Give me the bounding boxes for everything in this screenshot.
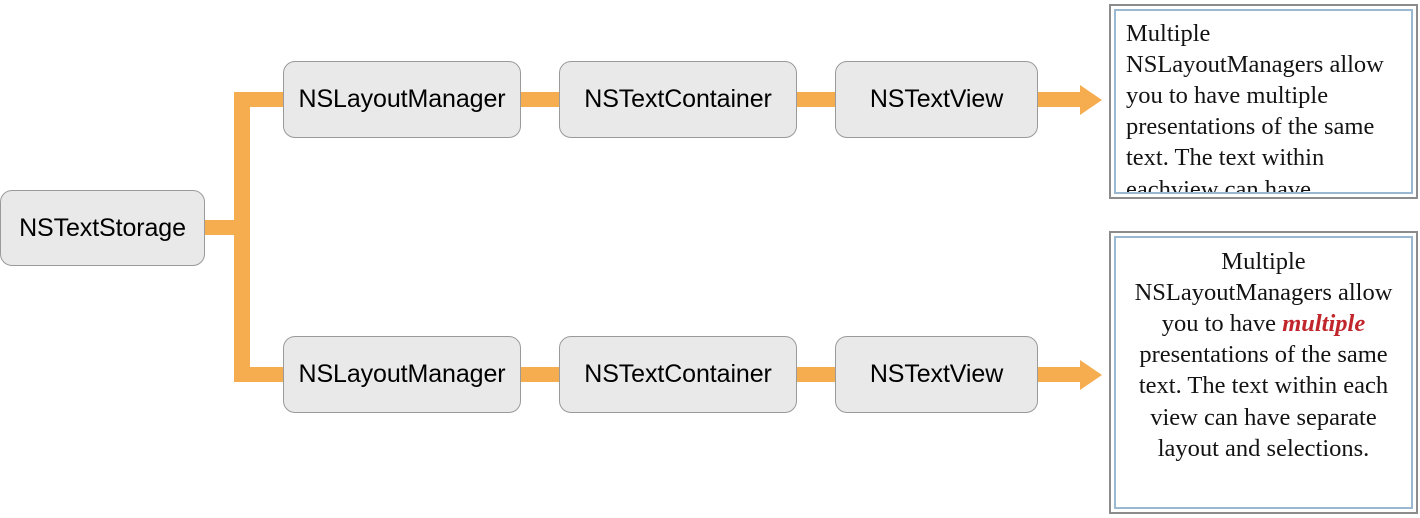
highlighted-word: multiple [1282,310,1366,338]
node-nstextstorage[interactable]: NSTextStorage [0,190,205,266]
node-bottom-nstextview-label: NSTextView [869,360,1004,388]
node-nstextstorage-label: NSTextStorage [19,213,186,242]
body-text-run: Multiple NSLayoutManagers allow you to h… [1134,248,1393,338]
connector-trunk-to-bottom-layoutmanager [234,367,290,382]
arrow-bottom-shaft [1032,367,1082,382]
node-top-nslayoutmanager[interactable]: NSLayoutManager [283,61,521,138]
connector-top-tc-to-tv [791,92,841,107]
preview-pane-top[interactable]: Multiple NSLayoutManagers allow you to h… [1109,4,1418,199]
node-bottom-nstextview[interactable]: NSTextView [835,336,1038,413]
connector-trunk-to-top-layoutmanager [234,92,290,107]
node-top-nstextcontainer-label: NSTextContainer [584,85,772,113]
node-top-nslayoutmanager-label: NSLayoutManager [298,85,506,113]
node-bottom-nstextcontainer-label: NSTextContainer [584,360,772,388]
node-top-nstextcontainer[interactable]: NSTextContainer [559,61,797,138]
right-arrow-icon-top [1080,84,1102,115]
body-text-run: Multiple NSLayoutManagers allow you to h… [1126,20,1384,194]
arrow-top-shaft [1032,92,1082,107]
node-bottom-nslayoutmanager[interactable]: NSLayoutManager [283,336,521,413]
connector-bottom-tc-to-tv [791,367,841,382]
body-text-run: presentations of the same text. The text… [1138,341,1389,462]
node-top-nstextview[interactable]: NSTextView [835,61,1038,138]
node-top-nstextview-label: NSTextView [869,85,1004,113]
node-bottom-nslayoutmanager-label: NSLayoutManager [298,360,506,388]
connector-bottom-lm-to-tc [515,367,565,382]
node-bottom-nstextcontainer[interactable]: NSTextContainer [559,336,797,413]
connector-vertical-trunk [234,92,250,382]
connector-top-lm-to-tc [515,92,565,107]
preview-pane-bottom[interactable]: Multiple NSLayoutManagers allow you to h… [1109,231,1418,514]
preview-pane-bottom-text: Multiple NSLayoutManagers allow you to h… [1114,236,1413,509]
preview-pane-top-text: Multiple NSLayoutManagers allow you to h… [1114,9,1413,194]
right-arrow-icon-bottom [1080,359,1102,390]
